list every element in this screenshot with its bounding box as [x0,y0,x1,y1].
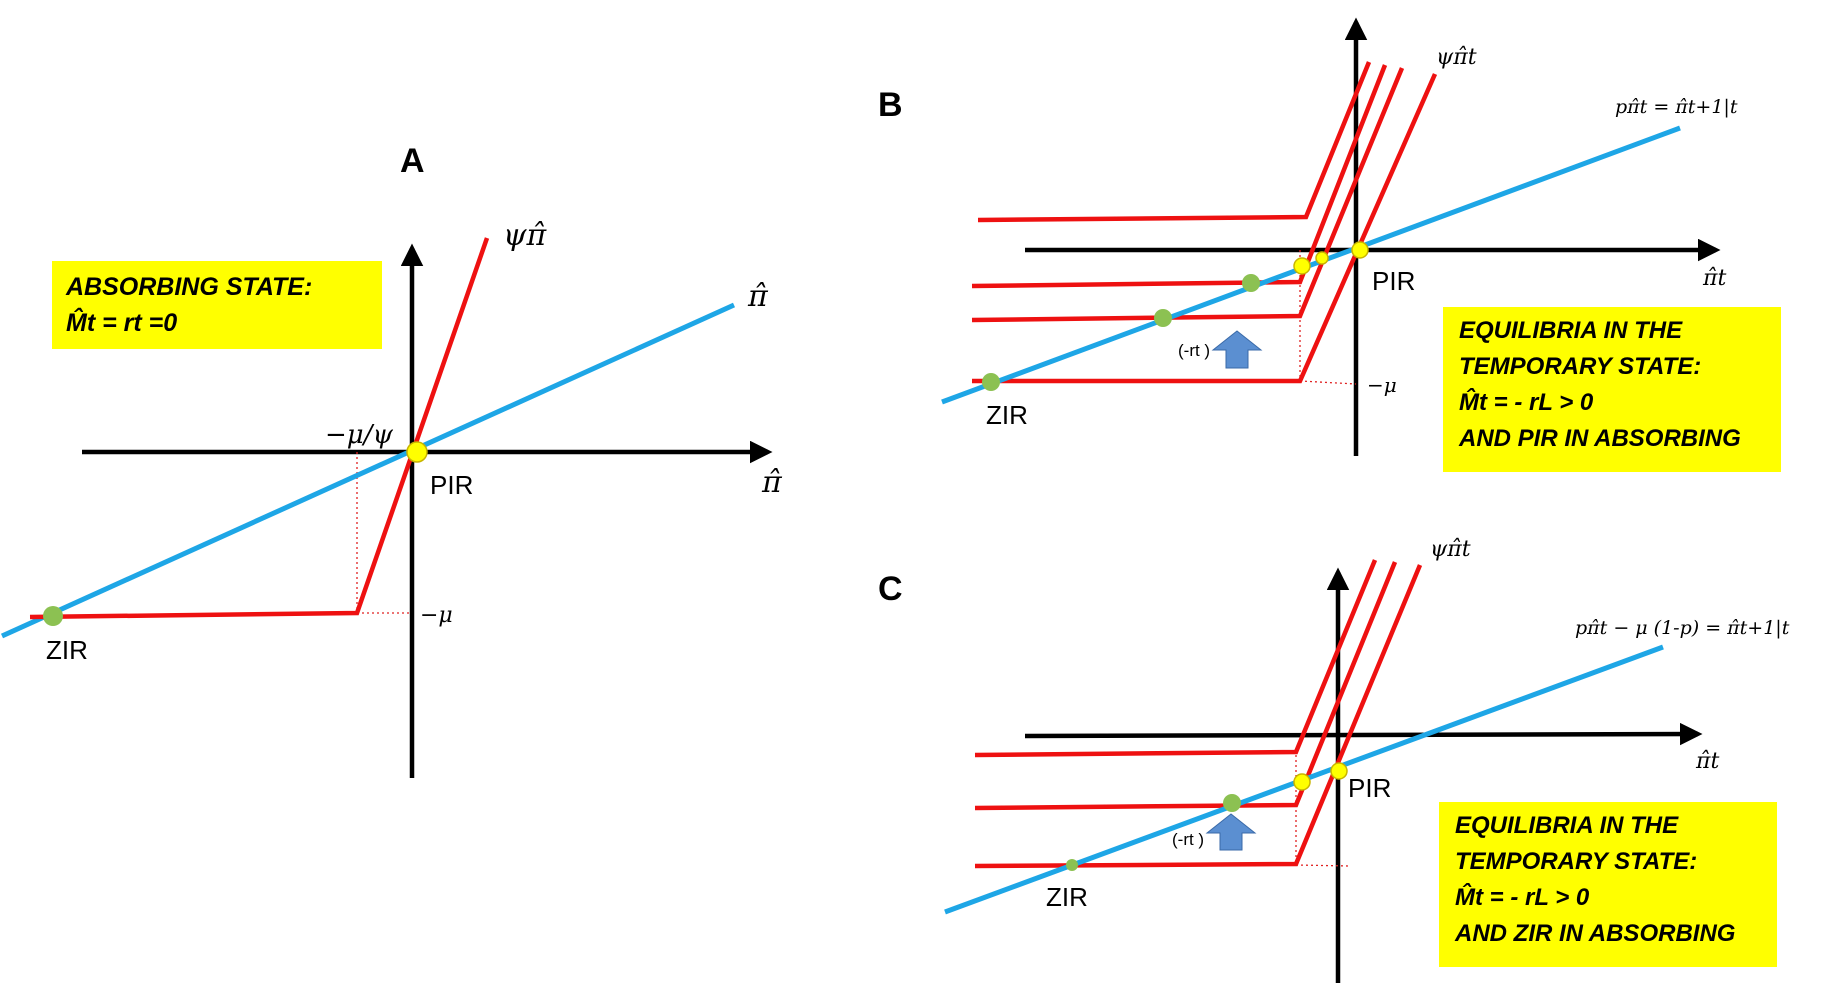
panel-c-line-label: pπ̂t − μ (1-p) = π̂t+1|t [1575,617,1790,639]
panel-a-letter: A [400,142,425,180]
panel-b-policy-rule-2 [971,64,1388,289]
panel-a-curve-label: ψπ̂ [503,218,548,253]
panel-a-info-box: ABSORBING STATE: M̂t = rt =0 [52,261,382,349]
panel-c-shift-label: (-rt ) [1172,830,1204,849]
panel-b-box-line-4: AND PIR IN ABSORBING [1459,425,1741,452]
panel-c-pir-marker [1330,762,1348,780]
panel-b-zir-marker [982,373,1000,391]
panel-c-zir-label: ZIR [1046,882,1088,912]
up-arrow-icon [1211,330,1263,369]
panel-a-mu-label: −μ [420,603,453,628]
panel-b-pir-marker [1351,241,1369,259]
panel-c-zir-marker [1066,859,1078,871]
panel-c-box-line-3: M̂t = - rL > 0 [1455,884,1590,911]
panel-b-shift-label: (-rt ) [1178,341,1210,360]
panel-a-zir-label: ZIR [46,635,88,665]
panel-c: C ψπ̂t pπ̂t − μ (1-p) = π̂t+1|t π̂t (-rt… [878,537,1790,983]
panel-b-policy-rule-1 [977,61,1372,223]
panel-a-pir-label: PIR [430,470,473,500]
panel-b-curve-label: ψπ̂t [1436,45,1477,70]
panel-c-floor-guide [1295,864,1351,867]
panel-b-mu-label: −μ [1367,373,1397,397]
panel-a-zir-marker [43,606,63,626]
panel-b-temporary-marker-1 [1293,257,1311,275]
up-arrow-icon [1205,813,1257,851]
panel-a-threshold-label: −μ/ψ [325,420,393,450]
panel-b-box-line-2: TEMPORARY STATE: [1459,353,1702,380]
panel-c-x-axis [1024,722,1703,746]
panel-c-policy-rule-3 [974,564,1423,869]
panel-b-temporary-marker-2 [1315,251,1329,265]
panel-a: A ψπ̂ π̂ π̂ −μ/ψ −μ PIR ZIR [0,142,783,778]
panel-c-equilibrium-marker [1223,794,1241,812]
panel-a-box-line-2: M̂t = rt =0 [66,309,178,337]
panel-b: B ψπ̂t pπ̂t = π̂t+1|t π̂t −μ (-rt ) PIR … [878,17,1738,456]
panel-b-pir-label: PIR [1372,266,1415,296]
panel-b-equilibrium-marker-1 [1154,309,1172,327]
panel-c-letter: C [878,570,903,608]
panel-b-expectation-line [941,125,1681,405]
panel-c-box-line-2: TEMPORARY STATE: [1455,848,1698,875]
panel-c-policy-rule-2 [974,561,1398,811]
panel-b-policy-rule-3 [971,67,1405,323]
panel-c-box-line-4: AND ZIR IN ABSORBING [1455,920,1736,947]
panel-b-info-box: EQUILIBRIA IN THE TEMPORARY STATE: M̂t =… [1443,307,1781,472]
panel-a-x-axis-label: π̂ [761,465,783,500]
panel-a-line-label: π̂ [747,279,769,314]
panel-a-pir-marker [406,441,428,463]
panel-c-curve-label: ψπ̂t [1430,537,1471,562]
panel-c-info-box: EQUILIBRIA IN THE TEMPORARY STATE: M̂t =… [1439,802,1777,967]
panel-c-policy-rule-1 [974,559,1378,758]
panel-c-temporary-marker [1293,773,1311,791]
panel-b-equilibrium-marker-2 [1242,274,1260,292]
panel-a-policy-rule [29,237,490,620]
panel-b-letter: B [878,86,903,124]
panel-c-x-axis-label: π̂t [1695,749,1719,774]
panel-b-floor-guide [1299,380,1357,385]
panel-a-box-line-1: ABSORBING STATE: [66,273,313,301]
panel-c-pir-label: PIR [1348,773,1391,803]
panel-b-box-line-3: M̂t = - rL > 0 [1459,389,1594,416]
panel-b-box-line-1: EQUILIBRIA IN THE [1459,317,1683,344]
panel-a-expectation-line [0,302,736,639]
panel-b-x-axis-label: π̂t [1702,266,1726,291]
panel-b-zir-label: ZIR [986,400,1028,430]
panel-c-box-line-1: EQUILIBRIA IN THE [1455,812,1679,839]
panel-b-policy-rule-4 [972,73,1438,384]
panel-b-line-label: pπ̂t = π̂t+1|t [1615,96,1738,118]
